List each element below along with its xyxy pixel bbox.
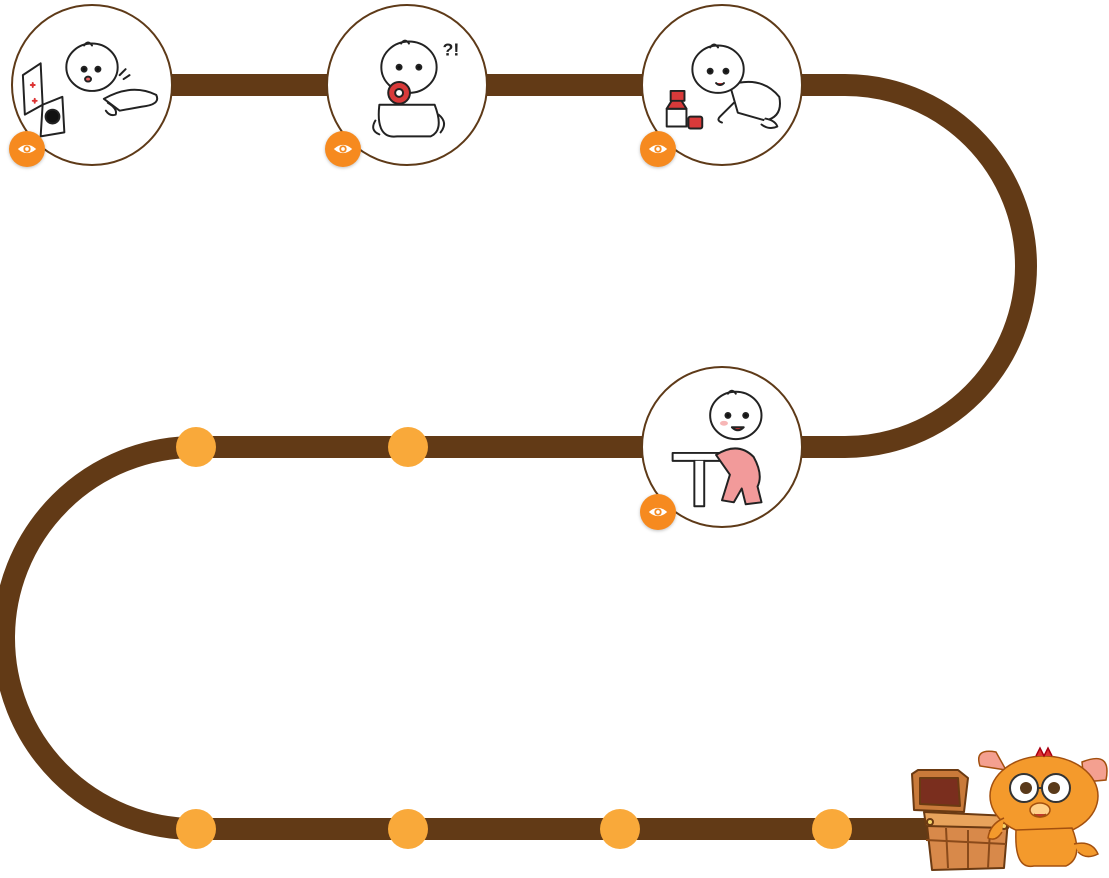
view-milestone-2-button[interactable] bbox=[325, 131, 361, 167]
eye-icon bbox=[648, 507, 668, 517]
eye-icon bbox=[333, 144, 353, 154]
reward-treasure-mascot[interactable] bbox=[906, 740, 1109, 873]
view-milestone-3-button[interactable] bbox=[640, 131, 676, 167]
treasure-chest-mascot-illustration bbox=[911, 746, 1108, 871]
view-milestone-4-button[interactable] bbox=[640, 494, 676, 530]
locked-step-dot[interactable] bbox=[600, 809, 640, 849]
baby-teething-ring-illustration: ?! bbox=[372, 39, 460, 138]
baby-standing-table-illustration bbox=[671, 389, 763, 508]
locked-step-dot[interactable] bbox=[176, 427, 216, 467]
locked-step-dot[interactable] bbox=[812, 809, 852, 849]
locked-step-dot[interactable] bbox=[176, 809, 216, 849]
eye-icon bbox=[17, 144, 37, 154]
locked-step-dot[interactable] bbox=[388, 427, 428, 467]
baby-tummy-time-illustration bbox=[21, 41, 159, 138]
locked-step-dot[interactable] bbox=[388, 809, 428, 849]
milestone-card-3[interactable] bbox=[641, 4, 803, 166]
eye-icon bbox=[648, 144, 668, 154]
svg-text:?!: ?! bbox=[443, 39, 460, 59]
baby-crawling-blocks-illustration bbox=[665, 43, 781, 130]
view-milestone-1-button[interactable] bbox=[9, 131, 45, 167]
